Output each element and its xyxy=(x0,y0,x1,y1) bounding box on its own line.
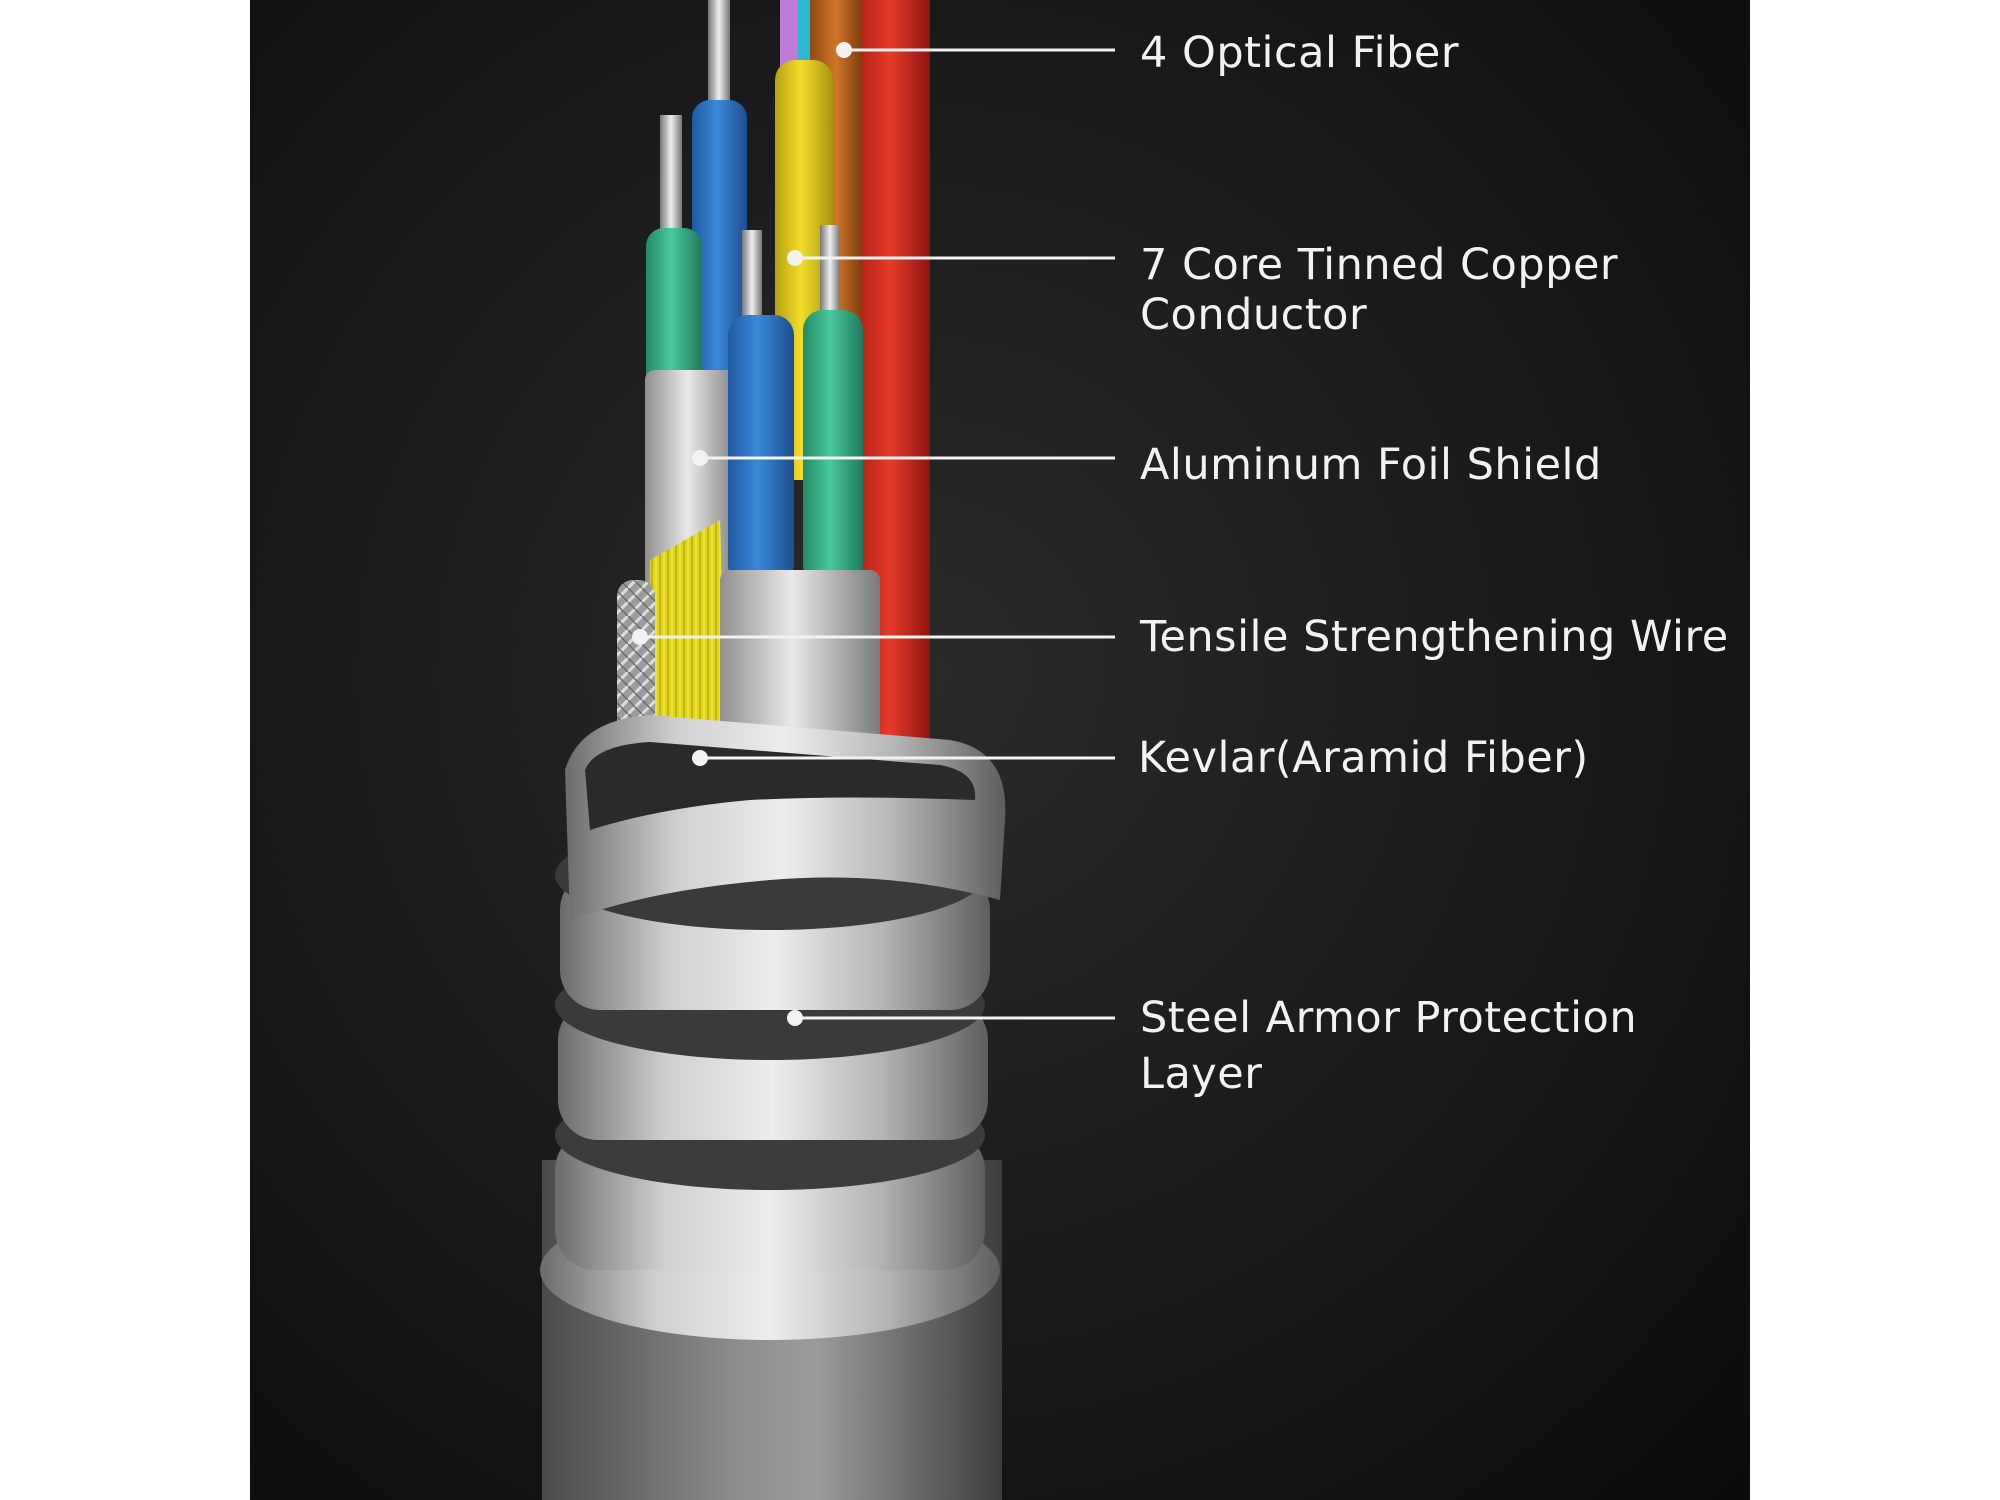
cable-illustration xyxy=(250,0,1750,1500)
copper-conductor-green-left xyxy=(646,115,702,398)
label-steel-armor: Steel Armor Protection Layer xyxy=(1140,993,1638,1099)
blue-conductor xyxy=(728,315,794,585)
label-tensile-wire: Tensile Strengthening Wire xyxy=(1140,612,1729,662)
copper-conductor-blue-back xyxy=(692,0,747,380)
label-kevlar: Kevlar(Aramid Fiber) xyxy=(1138,733,1589,783)
leader-lines xyxy=(632,42,1115,1026)
dark-background-panel: 4 Optical Fiber 7 Core Tinned Copper Con… xyxy=(250,0,1750,1500)
label-tinned-copper: 7 Core Tinned Copper Conductor xyxy=(1140,240,1619,340)
steel-armor-layer xyxy=(540,715,1006,1500)
label-optical-fiber: 4 Optical Fiber xyxy=(1140,28,1460,78)
label-aluminum-foil: Aluminum Foil Shield xyxy=(1140,440,1602,490)
green-conductor xyxy=(803,310,863,585)
